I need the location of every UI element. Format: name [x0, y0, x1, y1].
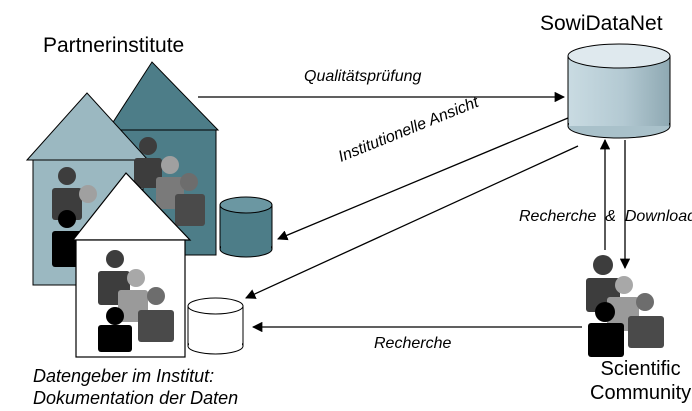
recherche-download-label: Recherche & Download [519, 208, 692, 225]
people-back-house-icon [134, 137, 205, 226]
arrow-institutional-partner-icon [277, 117, 569, 241]
arrow-institutional-white-icon [245, 145, 579, 299]
institute-database-icon [187, 297, 244, 355]
qualitaetspruefung-label: Qualitätsprüfung [304, 68, 422, 85]
scientific-community-title: Scientific Community [590, 357, 691, 405]
scientific-community-people-icon [586, 255, 664, 357]
caption-dokumentation: Dokumentation der Daten [33, 388, 239, 408]
flow-arrows [198, 91, 631, 333]
partnerinstitute-title: Partnerinstitute [43, 34, 185, 57]
caption-datengeber: Datengeber im Institut: [33, 366, 215, 386]
people-front-house-icon [98, 250, 174, 352]
partner-database-icon [219, 196, 273, 258]
scientific-title-line2: Community [590, 382, 692, 404]
sowidatanet-database-icon [567, 43, 671, 139]
recherche-label: Recherche [374, 335, 452, 352]
sowidatanet-title: SowiDataNet [540, 12, 663, 35]
scientific-title-line1: Scientific [600, 358, 681, 380]
